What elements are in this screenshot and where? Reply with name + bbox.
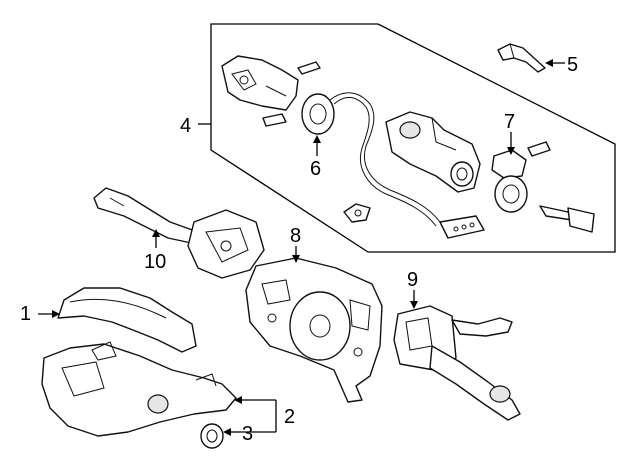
callout-2: 2 [284, 406, 295, 428]
inset-frame [210, 23, 616, 253]
callout-5: 5 [567, 54, 578, 76]
callout-4: 4 [180, 115, 191, 137]
callout-1: 1 [20, 303, 31, 325]
callout-7: 7 [504, 111, 515, 133]
callout-8: 8 [290, 225, 301, 247]
callout-9: 9 [407, 269, 418, 291]
leader-lines [38, 59, 565, 436]
part-4-ignition-assembly[interactable] [221, 55, 485, 239]
part-9-lighting-switch[interactable] [393, 305, 521, 421]
callout-3: 3 [242, 423, 253, 445]
part-5-clip[interactable] [497, 43, 546, 73]
part-7-immobilizer[interactable] [491, 141, 595, 233]
part-1-upper-cover[interactable] [57, 287, 197, 353]
part-2-lower-cover[interactable] [41, 341, 237, 437]
part-3-grommet[interactable] [200, 423, 224, 449]
callout-10: 10 [144, 251, 166, 273]
callout-6: 6 [310, 158, 321, 180]
part-8-cable-reel[interactable] [245, 257, 383, 403]
part-10-combination-switch[interactable] [93, 187, 265, 279]
